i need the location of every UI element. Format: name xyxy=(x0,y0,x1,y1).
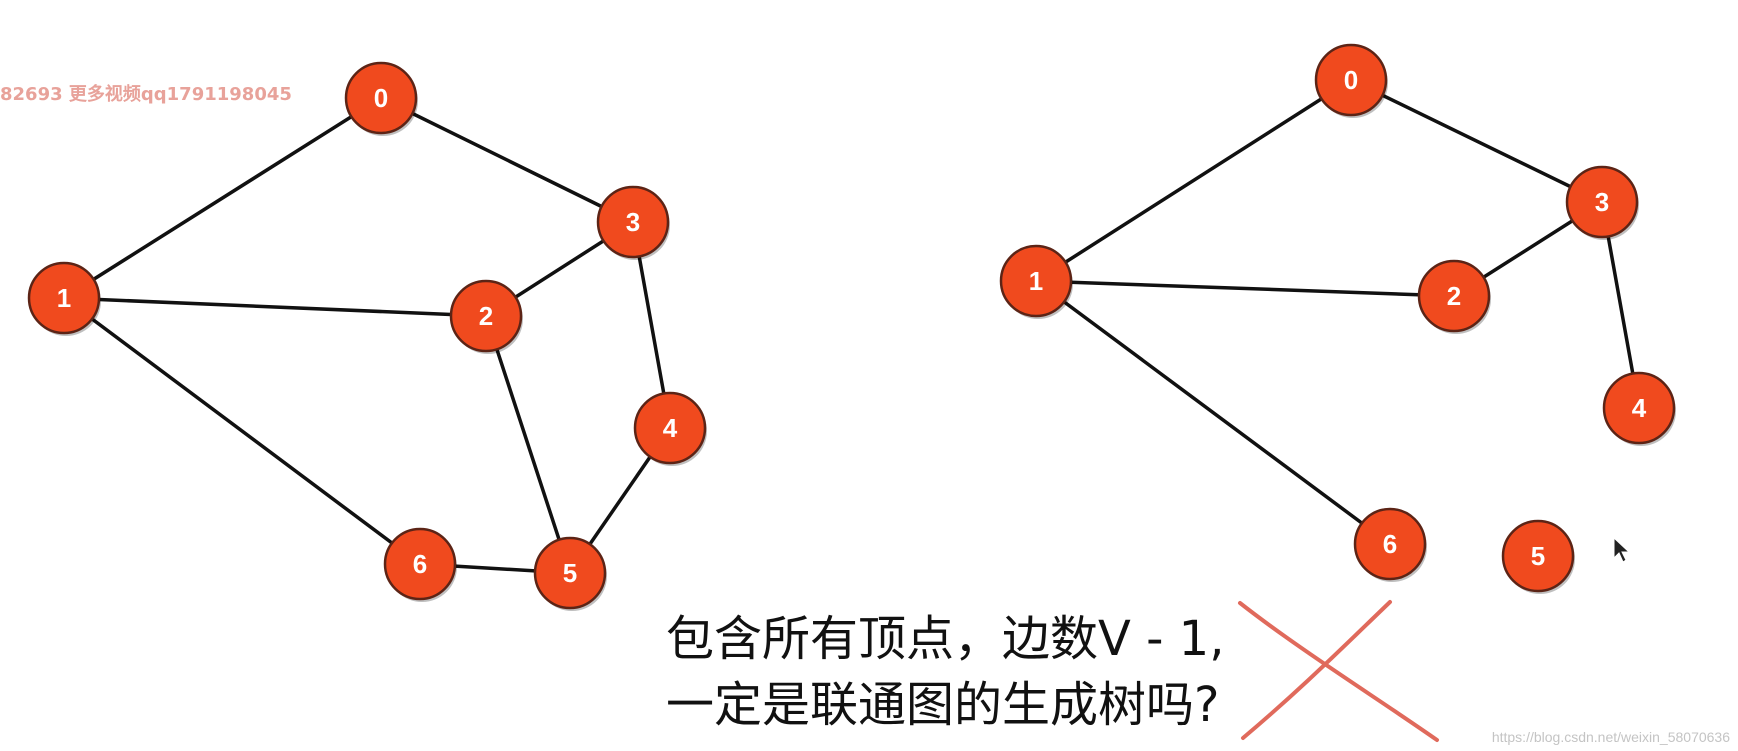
left-node-3: 3 xyxy=(596,185,670,260)
left-node-6: 6 xyxy=(383,527,457,602)
left-node-5: 5 xyxy=(533,536,607,611)
left-graph: 0 1 2 3 4 5 6 xyxy=(27,61,707,611)
left-graph-edges xyxy=(62,96,672,575)
right-graph-nodes: 0 1 2 3 4 5 6 xyxy=(999,43,1676,594)
node-circle xyxy=(596,185,670,259)
node-circle xyxy=(449,279,523,353)
right-graph: 0 1 2 3 4 5 6 xyxy=(999,43,1676,594)
node-circle xyxy=(533,536,607,610)
mouse-cursor-icon xyxy=(1613,536,1631,563)
node-label: 1 xyxy=(57,283,71,313)
right-node-3: 3 xyxy=(1565,165,1639,240)
question-line-1: 包含所有顶点，边数V - 1, xyxy=(666,611,1225,667)
cross-stroke-a xyxy=(1238,601,1439,742)
right-node-5: 5 xyxy=(1501,519,1575,594)
left-node-1: 1 xyxy=(27,261,101,336)
node-circle xyxy=(1501,519,1575,593)
red-cross-mark xyxy=(1238,600,1439,742)
right-node-4: 4 xyxy=(1602,371,1676,446)
node-label: 6 xyxy=(413,549,427,579)
node-label: 4 xyxy=(663,413,678,443)
node-circle xyxy=(1602,371,1676,445)
right-node-6: 6 xyxy=(1353,507,1427,582)
node-circle xyxy=(633,391,707,465)
left-edge-2-5 xyxy=(484,314,572,575)
node-label: 3 xyxy=(626,207,640,237)
left-edge-0-3 xyxy=(379,96,635,224)
node-circle xyxy=(999,244,1073,318)
left-node-2: 2 xyxy=(449,279,523,354)
node-circle xyxy=(1417,259,1491,333)
left-node-0: 0 xyxy=(344,61,418,136)
node-circle xyxy=(1565,165,1639,239)
node-label: 0 xyxy=(374,83,388,113)
right-edge-1-6 xyxy=(1034,279,1392,546)
node-label: 2 xyxy=(479,301,493,331)
node-label: 1 xyxy=(1029,266,1043,296)
node-circle xyxy=(27,261,101,335)
question-line-2: 一定是联通图的生成树吗? xyxy=(666,677,1220,733)
right-edge-0-1 xyxy=(1034,78,1353,283)
question-text: 包含所有顶点，边数V - 1, 一定是联通图的生成树吗? xyxy=(666,606,1224,738)
node-label: 6 xyxy=(1383,529,1397,559)
cross-stroke-b xyxy=(1241,600,1392,740)
node-circle xyxy=(383,527,457,601)
node-circle xyxy=(1314,43,1388,117)
right-edge-0-3 xyxy=(1349,78,1604,204)
node-label: 2 xyxy=(1447,281,1461,311)
right-node-2: 2 xyxy=(1417,259,1491,334)
node-label: 5 xyxy=(1531,541,1545,571)
left-edge-0-1 xyxy=(62,96,383,300)
node-label: 3 xyxy=(1595,187,1609,217)
watermark-top: 82693 更多视频qq1791198045 xyxy=(0,84,292,105)
left-node-4: 4 xyxy=(633,391,707,466)
left-graph-nodes: 0 1 2 3 4 5 6 xyxy=(27,61,707,611)
left-edge-1-6 xyxy=(62,296,422,566)
right-graph-edges xyxy=(1034,78,1641,546)
node-label: 0 xyxy=(1344,65,1358,95)
node-label: 4 xyxy=(1632,393,1647,423)
node-label: 5 xyxy=(563,558,577,588)
right-node-1: 1 xyxy=(999,244,1073,319)
right-edge-1-2 xyxy=(1034,279,1456,298)
right-node-0: 0 xyxy=(1314,43,1388,118)
node-circle xyxy=(344,61,418,135)
left-edge-1-2 xyxy=(62,296,488,318)
node-circle xyxy=(1353,507,1427,581)
watermark-bottom: https://blog.csdn.net/weixin_58070636 xyxy=(1491,729,1730,745)
